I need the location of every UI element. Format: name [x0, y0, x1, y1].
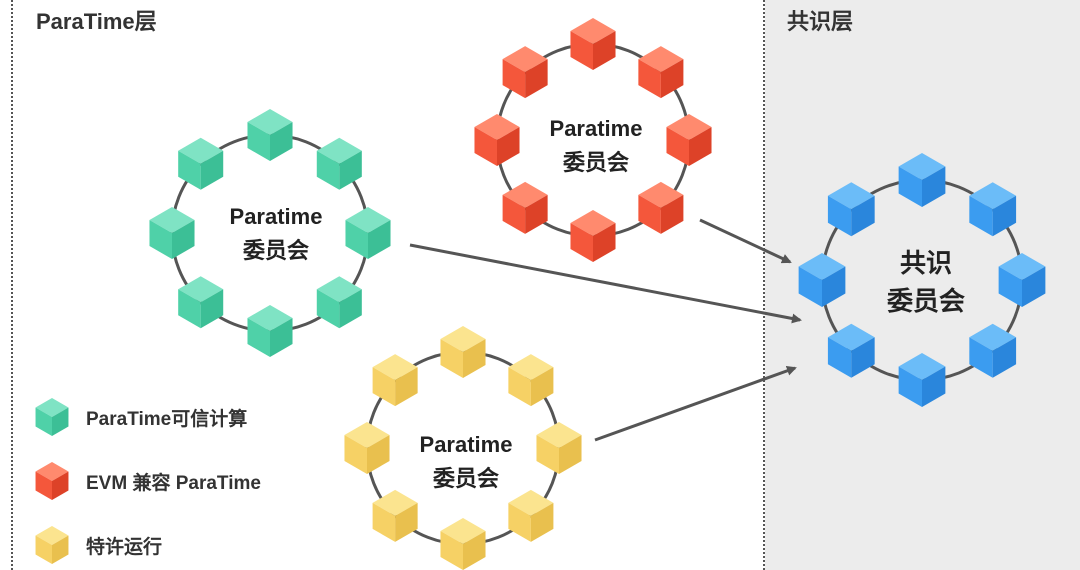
red-node-cube-icon	[638, 46, 684, 99]
yellow-committee-ring	[344, 326, 582, 570]
blue-node-cube-icon	[798, 253, 846, 307]
left-divider	[11, 0, 13, 570]
green-committee-ring	[149, 109, 391, 357]
label-line1: Paratime	[419, 432, 513, 457]
yellow-node-cube-icon	[372, 354, 418, 407]
label-line2: 委员会	[242, 238, 309, 263]
green-committee-label: Paratime 委员会	[206, 200, 346, 268]
legend-label: 特许运行	[86, 536, 163, 558]
green-cube-icon	[35, 398, 69, 436]
yellow-node-cube-icon	[344, 422, 390, 474]
green-node-cube-icon	[178, 137, 224, 190]
label-line1: Paratime	[229, 204, 323, 229]
yellow-committee-label: Paratime 委员会	[396, 428, 536, 496]
red-node-cube-icon	[570, 210, 616, 262]
green-node-cube-icon	[149, 207, 195, 259]
yellow-cube-icon	[35, 526, 69, 564]
blue-node-cube-icon	[827, 182, 875, 237]
yellow-node-cube-icon	[440, 518, 486, 570]
yellow-node-cube-icon	[440, 326, 486, 378]
green-node-cube-icon	[345, 207, 391, 259]
legend-item-red: EVM 兼容 ParaTime	[32, 461, 261, 501]
red-committee-label: Paratime 委员会	[526, 112, 666, 180]
yellow-node-cube-icon	[508, 354, 554, 407]
connection-arrow	[699, 218, 792, 264]
green-legend-cube	[35, 398, 69, 436]
label-line2: 委员会	[562, 150, 629, 175]
red-cube-icon	[35, 462, 69, 500]
blue-committee-ring	[798, 153, 1046, 407]
blue-node-cube-icon	[969, 323, 1017, 378]
consensus-committee-label: 共识委员会	[856, 244, 996, 320]
red-node-cube-icon	[666, 114, 712, 166]
label-line2: 委员会	[432, 466, 499, 491]
yellow-legend-cube	[35, 526, 69, 564]
legend-label: EVM 兼容 ParaTime	[86, 472, 261, 494]
layer-divider	[763, 0, 765, 570]
blue-node-cube-icon	[898, 353, 946, 407]
green-node-cube-icon	[247, 109, 293, 161]
blue-node-cube-icon	[898, 153, 946, 207]
label-line1: Paratime	[549, 116, 643, 141]
green-node-cube-icon	[316, 276, 362, 329]
yellow-node-cube-icon	[536, 422, 582, 474]
legend-item-yellow: 特许运行	[32, 525, 162, 565]
red-node-cube-icon	[638, 181, 684, 234]
yellow-node-cube-icon	[372, 489, 418, 542]
green-node-cube-icon	[178, 276, 224, 329]
legend-item-green: ParaTime可信计算	[32, 397, 247, 437]
red-committee-ring	[474, 18, 712, 262]
connection-arrow	[409, 243, 802, 324]
green-node-cube-icon	[316, 137, 362, 190]
connection-arrow	[594, 366, 797, 442]
blue-node-cube-icon	[969, 182, 1017, 237]
red-node-cube-icon	[502, 46, 548, 99]
legend-label: ParaTime可信计算	[86, 408, 248, 430]
label-line2: 委员会	[886, 286, 965, 316]
label-line1: 共识	[899, 248, 952, 278]
paratime-layer-title: ParaTime层	[36, 9, 157, 34]
red-node-cube-icon	[502, 181, 548, 234]
red-legend-cube	[35, 462, 69, 500]
consensus-layer-title: 共识层	[787, 9, 854, 34]
blue-node-cube-icon	[998, 253, 1046, 307]
blue-node-cube-icon	[827, 323, 875, 378]
green-node-cube-icon	[247, 305, 293, 357]
red-node-cube-icon	[474, 114, 520, 166]
red-node-cube-icon	[570, 18, 616, 70]
yellow-node-cube-icon	[508, 489, 554, 542]
